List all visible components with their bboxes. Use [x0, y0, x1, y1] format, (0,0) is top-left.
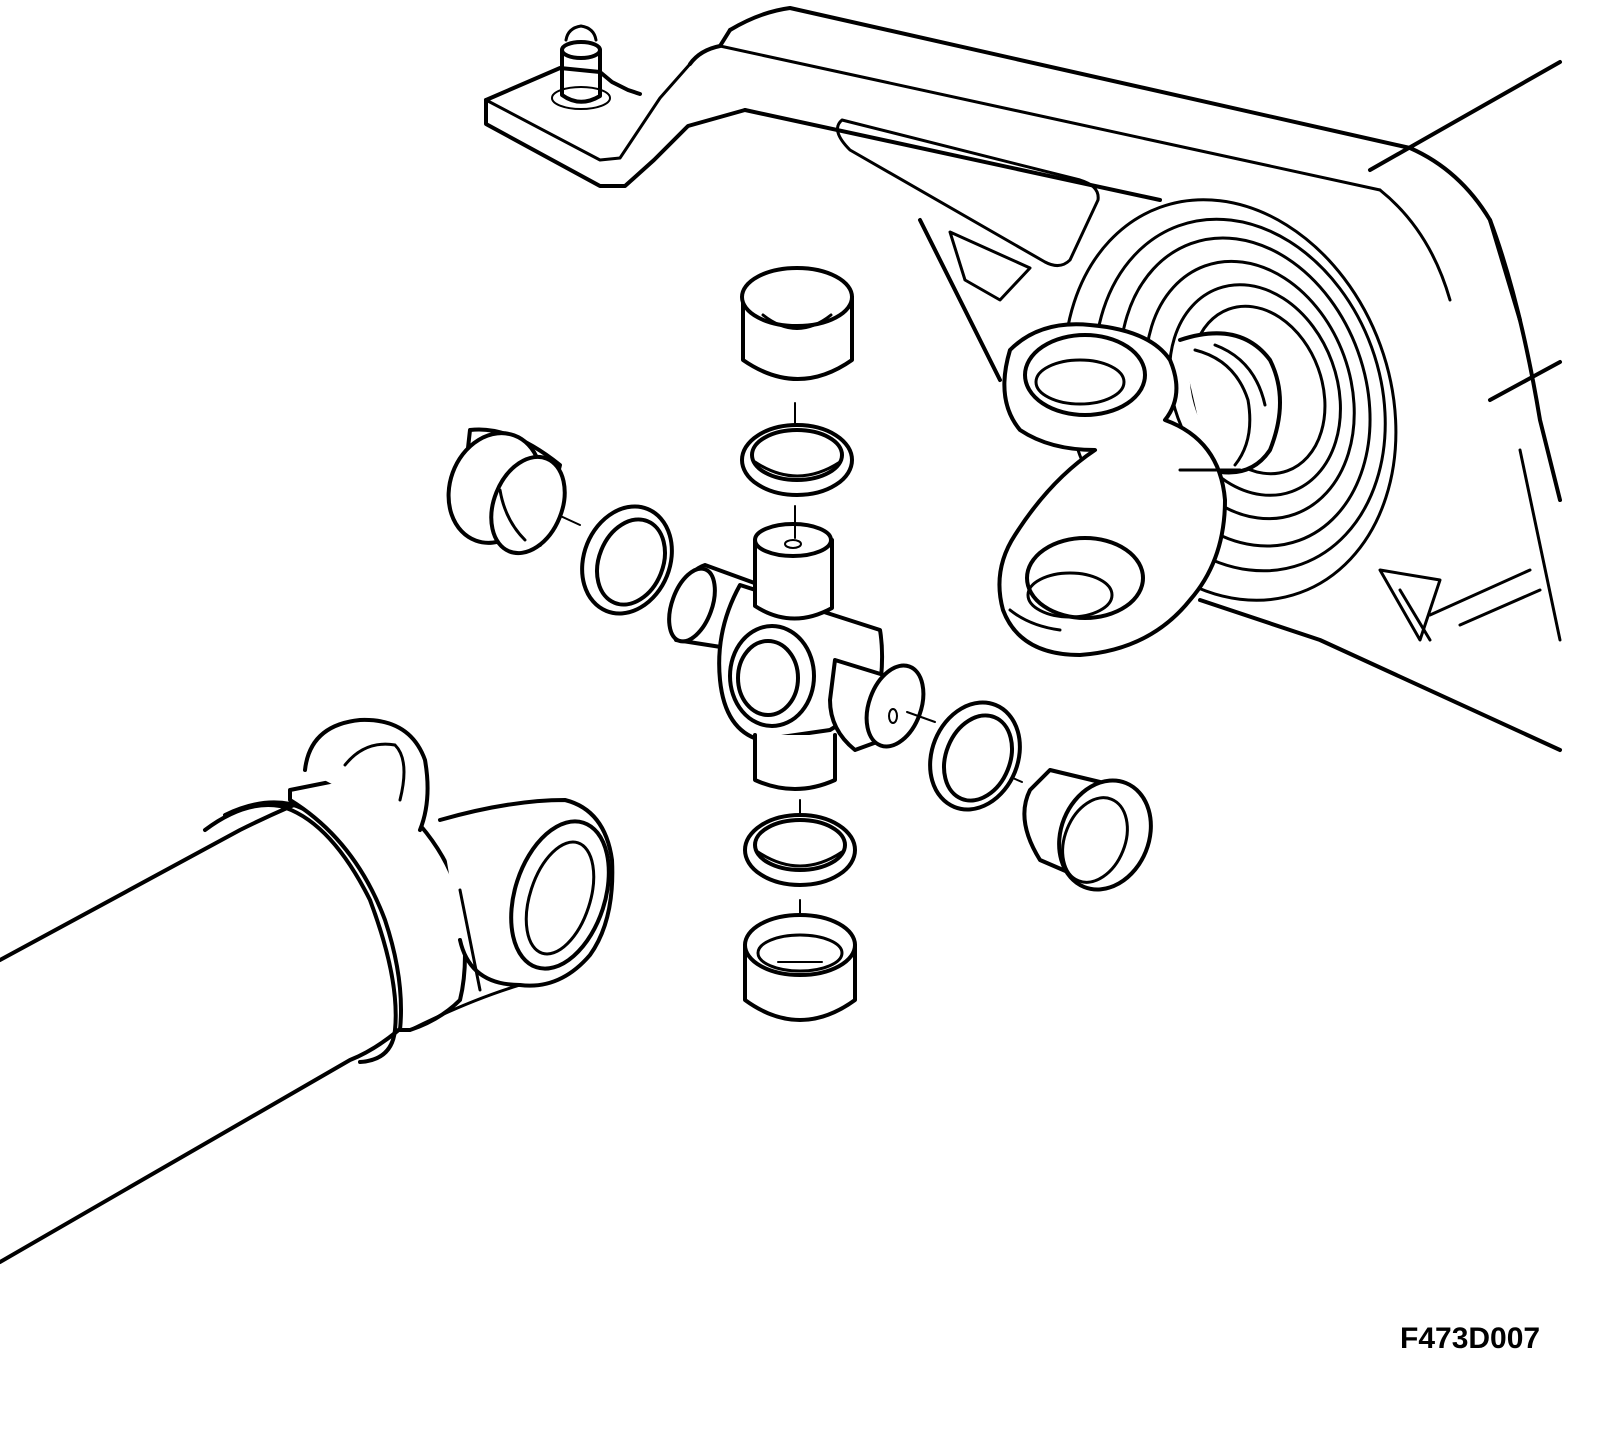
front-slip-yoke: [288, 717, 615, 1032]
rear-propeller-shaft: [1368, 60, 1562, 402]
bearing-cup-right: [1022, 768, 1153, 892]
bearing-cup-left: [446, 427, 567, 556]
figure-code-label: F473D007: [1400, 1322, 1541, 1355]
bearing-cup-top: [740, 266, 854, 381]
rear-flange-yoke: [997, 322, 1282, 657]
seal-ring-bottom: [743, 813, 857, 887]
universal-joint-spider: [667, 522, 926, 791]
seal-ring-right: [928, 700, 1022, 812]
center-support-bracket: [484, 6, 1562, 752]
bearing-cup-bottom: [743, 913, 857, 1022]
seal-ring-left: [580, 504, 674, 616]
seal-ring-top: [740, 423, 854, 497]
front-propeller-shaft: [0, 788, 412, 1264]
